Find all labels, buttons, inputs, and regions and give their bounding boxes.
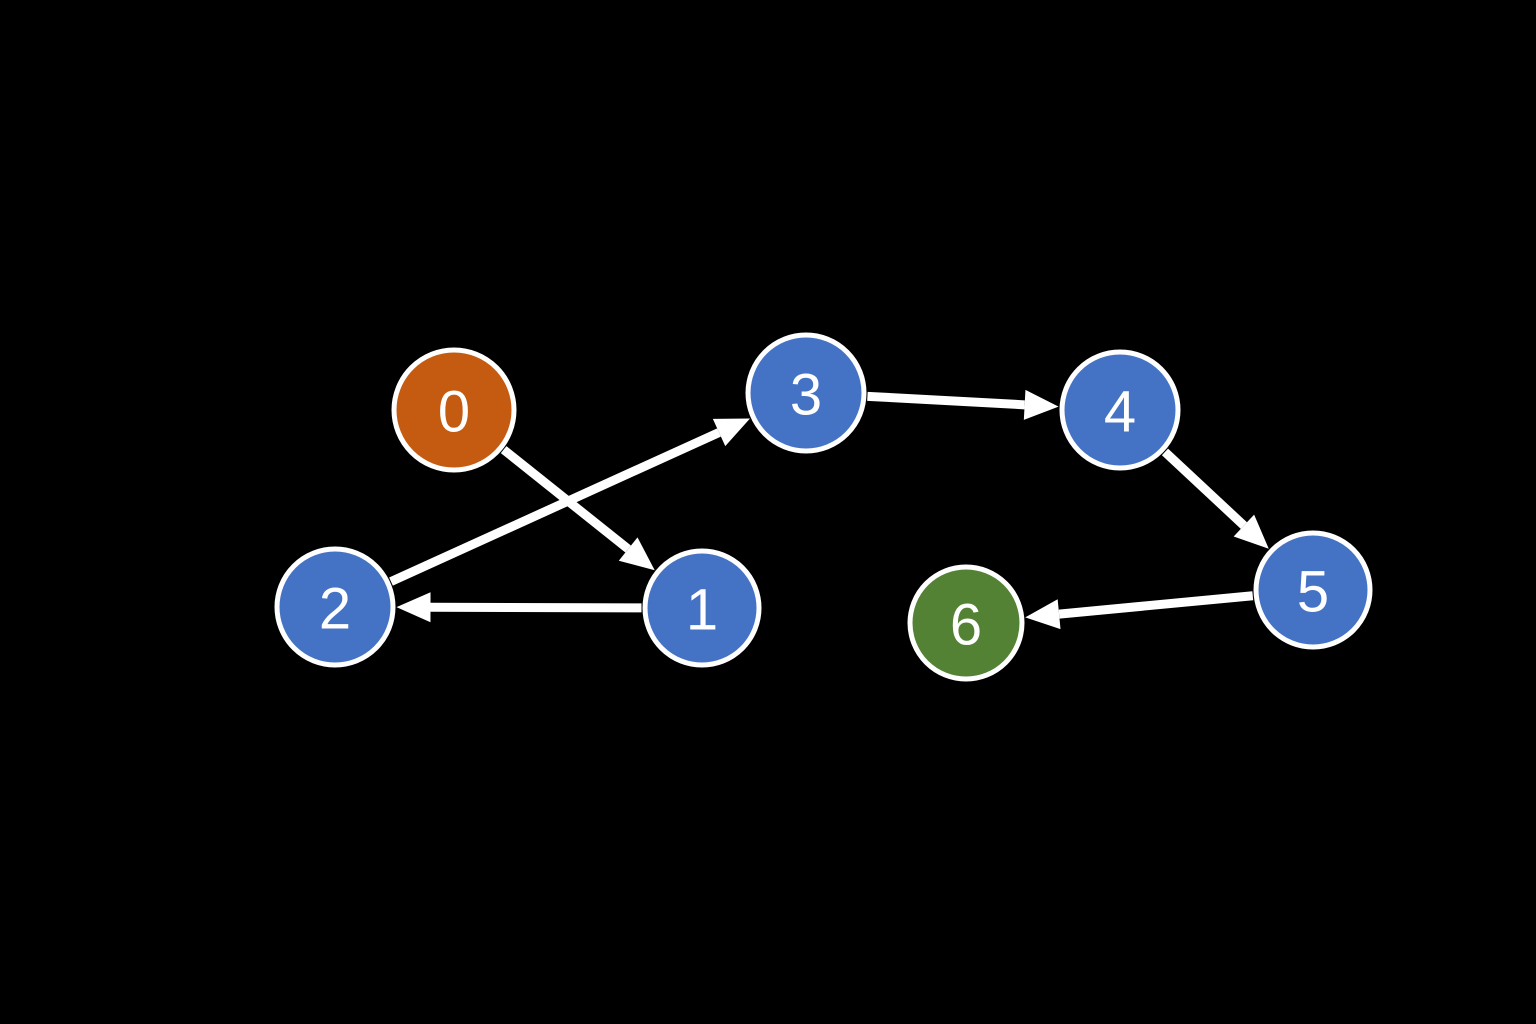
node-circle-4[interactable] [1059,349,1181,471]
graph-node-2[interactable]: 2 [274,546,396,668]
arrowhead-icon [618,537,655,571]
edge-3-to-4 [867,389,1059,420]
node-circle-5[interactable] [1253,530,1373,650]
edge-line [1161,448,1247,529]
node-circle-1[interactable] [642,548,762,668]
graph-node-6[interactable]: 6 [907,564,1025,682]
arrowhead-icon [1023,389,1059,420]
arrowhead-icon [1233,514,1269,549]
graph-node-3[interactable]: 3 [745,332,867,454]
edge-4-to-5 [1161,448,1269,549]
edge-line [867,391,1025,410]
node-circle-0[interactable] [391,347,517,473]
edge-1-to-2 [396,592,642,623]
arrowhead-icon [712,418,751,447]
nodes-layer: 0 1 2 3 45 6 [274,332,1373,682]
edge-line [430,602,642,613]
node-circle-3[interactable] [745,332,867,454]
graph-node-5[interactable]: 5 [1253,530,1373,650]
arrowhead-icon [1025,599,1061,630]
edges-layer [389,389,1269,630]
graph-node-4[interactable]: 4 [1059,349,1181,471]
edge-line [1058,591,1254,619]
node-circle-2[interactable] [274,546,396,668]
edge-5-to-6 [1025,591,1254,630]
node-circle-6[interactable] [907,564,1025,682]
graph-node-0[interactable]: 0 [391,347,517,473]
graph-node-1[interactable]: 1 [642,548,762,668]
edge-2-to-3 [389,418,751,586]
edge-line [389,428,721,586]
arrowhead-icon [396,592,431,623]
